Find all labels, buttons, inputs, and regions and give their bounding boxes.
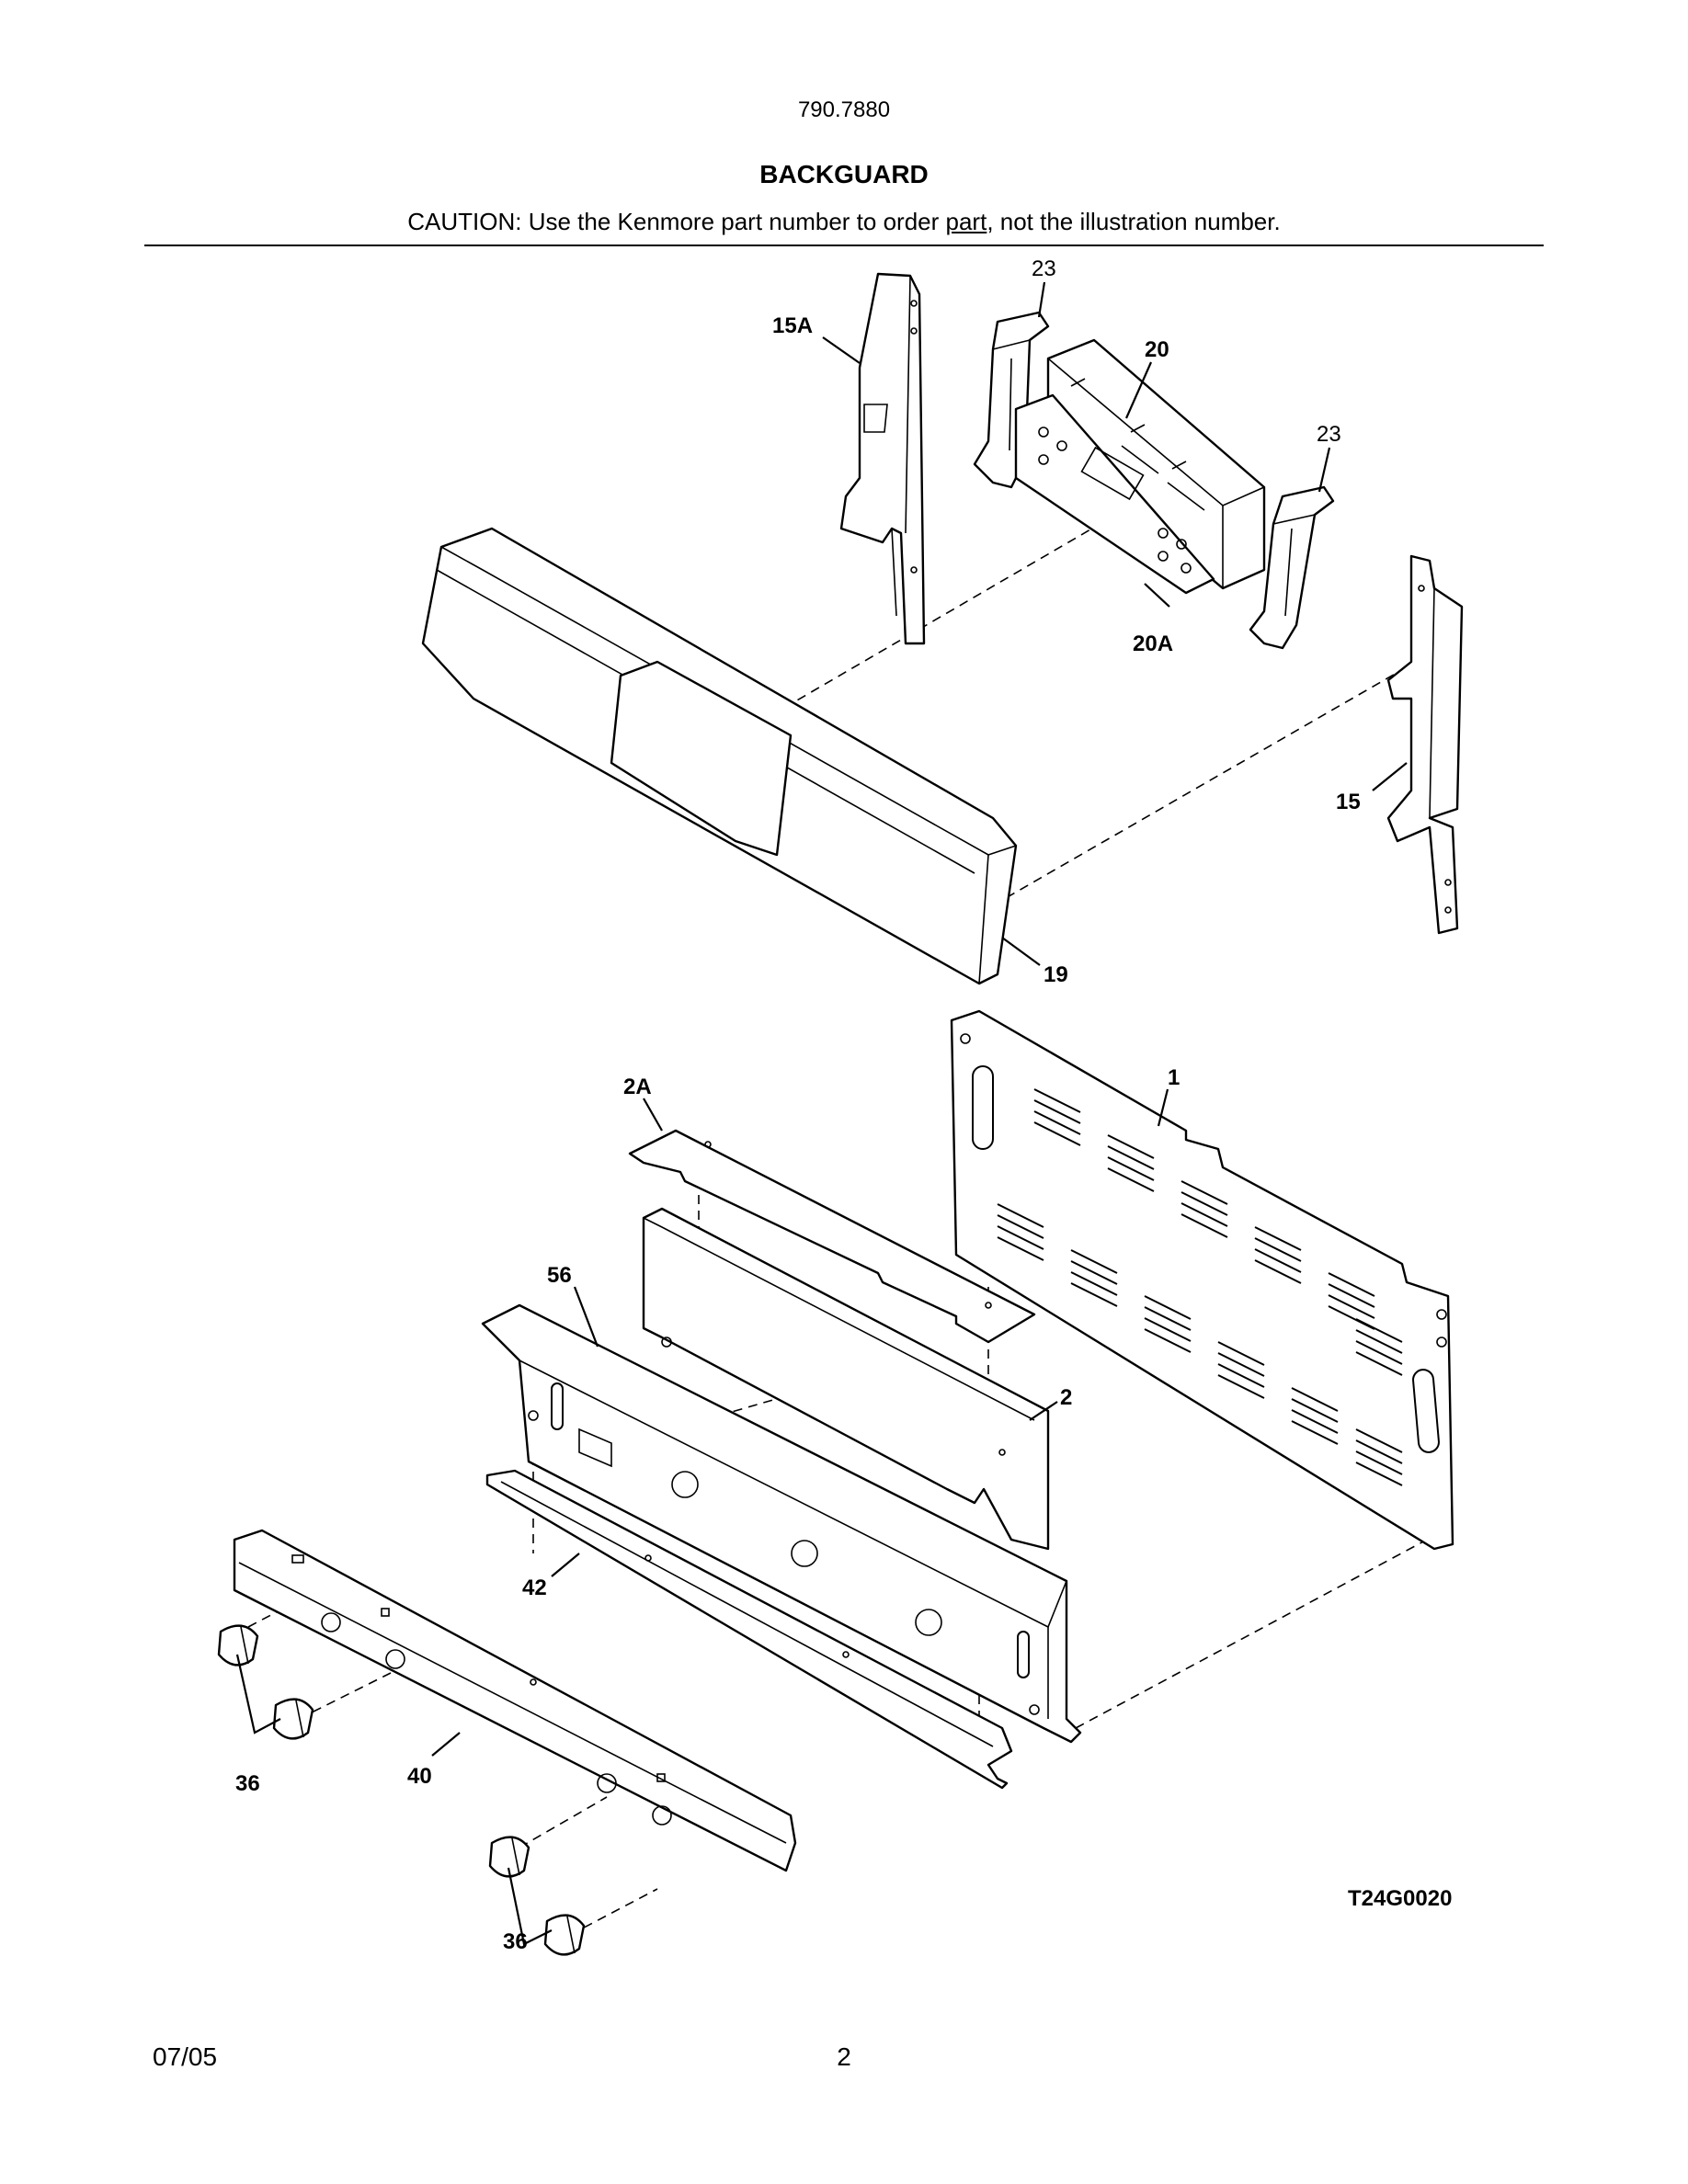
header-divider <box>144 245 1544 246</box>
knob-group-upper <box>217 1624 314 1740</box>
callout-23-top: 23 <box>1032 256 1056 281</box>
leader-lines <box>235 281 1408 1946</box>
clip-23-left <box>973 311 1050 489</box>
right-end-bracket-15 <box>1386 554 1464 935</box>
figure-code: T24G0020 <box>1348 1886 1452 1911</box>
callout-20a: 20A <box>1133 631 1173 656</box>
footer-date: 07/05 <box>153 2042 218 2071</box>
callout-2a: 2A <box>623 1075 652 1099</box>
callout-36-lower: 36 <box>503 1929 528 1954</box>
callout-15a: 15A <box>772 313 813 338</box>
callout-23-right: 23 <box>1317 422 1341 447</box>
section-title: BACKGUARD <box>759 160 929 188</box>
clip-23-right <box>1249 485 1335 650</box>
callout-15: 15 <box>1336 790 1361 814</box>
front-console-40 <box>233 1529 797 1872</box>
callout-42: 42 <box>522 1575 547 1600</box>
callout-20: 20 <box>1145 337 1169 362</box>
trim-strip-42 <box>485 1469 1013 1790</box>
caution-suffix: , not the illustration number. <box>987 208 1281 235</box>
left-end-bracket-15a <box>839 272 926 645</box>
caution-prefix: CAUTION: Use the Kenmore part number to … <box>407 208 946 235</box>
callout-40: 40 <box>407 1764 432 1789</box>
model-number: 790.7880 <box>797 97 891 122</box>
overlay-20a <box>1014 393 1215 595</box>
callout-36-left: 36 <box>235 1771 260 1796</box>
footer-page-number: 2 <box>837 2042 851 2071</box>
callout-19: 19 <box>1044 962 1068 987</box>
rear-panel-1 <box>950 1009 1454 1551</box>
callout-labels: 23 15A 20 23 20A 15 19 2A 1 56 2 42 36 4… <box>235 256 1452 1954</box>
manifold-panel-56 <box>481 1303 1082 1744</box>
callout-2: 2 <box>1060 1385 1072 1410</box>
knob-group-lower <box>488 1836 586 1956</box>
caution-underlined-word: part <box>945 208 987 235</box>
control-panel-plate-2 <box>642 1207 1050 1551</box>
heat-shield-2a <box>628 1129 1036 1344</box>
console-panel-19 <box>421 527 1018 985</box>
caution-note: CAUTION: Use the Kenmore part number to … <box>0 208 1688 236</box>
callout-56: 56 <box>547 1263 572 1288</box>
callout-1: 1 <box>1168 1065 1180 1090</box>
